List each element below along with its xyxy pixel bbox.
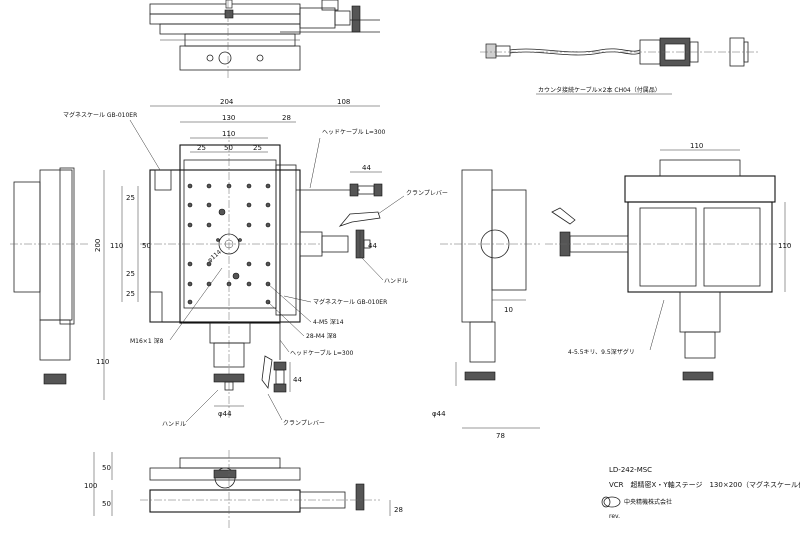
dim-25-v2: 25 bbox=[126, 270, 135, 278]
dim-110-rv-top: 110 bbox=[690, 142, 703, 150]
dim-28: 28 bbox=[282, 114, 291, 122]
dim-50-a: 50 bbox=[224, 144, 233, 152]
dim-50-bv2: 50 bbox=[102, 500, 111, 508]
label-head-cable-bottom: ヘッドケーブル L=300 bbox=[290, 349, 354, 357]
label-handle-bottom: ハンドル bbox=[162, 421, 186, 428]
dim-phi44-side: φ44 bbox=[432, 410, 446, 418]
dim-50-bv: 50 bbox=[102, 464, 111, 472]
label-28-m4: 28-M4 深8 bbox=[306, 332, 337, 340]
left-side-view bbox=[10, 167, 90, 385]
dim-200: 200 bbox=[94, 239, 102, 252]
top-side-view bbox=[149, 0, 380, 80]
right-side-view bbox=[440, 169, 540, 429]
dim-44-top: 44 bbox=[362, 164, 371, 172]
label-phi114: φ114 bbox=[207, 249, 223, 264]
dim-25-v3: 25 bbox=[126, 290, 135, 298]
dim-130: 130 bbox=[222, 114, 235, 122]
bottom-front-view bbox=[93, 450, 391, 530]
dim-50-v: 50 bbox=[142, 242, 151, 250]
dimension-labels: 204 108 130 28 110 25 50 25 44 200 25 50… bbox=[84, 98, 791, 514]
company-logo-icon bbox=[601, 496, 621, 508]
revision-label: rev. bbox=[609, 513, 620, 520]
model-number: LD-242-MSC bbox=[609, 466, 652, 474]
dim-44-bottom: 44 bbox=[293, 376, 302, 384]
plan-view bbox=[103, 105, 383, 420]
label-clamp-lever-right: クランプレバー bbox=[406, 190, 448, 197]
cable-note: カウンタ接続ケーブル×2本 CH04（付属品） bbox=[538, 86, 661, 94]
dim-25-a: 25 bbox=[197, 144, 206, 152]
product-description: VCR 超精密X・Y軸ステージ 130×200（マグネスケール付） bbox=[609, 480, 800, 489]
dim-25-b: 25 bbox=[253, 144, 262, 152]
dim-204: 204 bbox=[220, 98, 234, 106]
label-counterbore: 4-5.5キリ、9.5深ザグリ bbox=[568, 348, 635, 356]
label-magnescale-bottom: マグネスケール GB-010ER bbox=[313, 298, 387, 306]
dim-44-side: 44 bbox=[368, 242, 377, 250]
dim-108: 108 bbox=[337, 98, 350, 106]
dim-110-rv-side: 110 bbox=[778, 242, 791, 250]
label-m16: M16×1 深8 bbox=[130, 337, 164, 345]
label-head-cable-top: ヘッドケーブル L=300 bbox=[322, 128, 386, 136]
callouts: マグネスケール GB-010ER ヘッドケーブル L=300 クランプレバー ハ… bbox=[63, 111, 665, 428]
dim-110-low: 110 bbox=[96, 358, 109, 366]
title-block: LD-242-MSC VCR 超精密X・Y軸ステージ 130×200（マグネスケ… bbox=[601, 466, 800, 520]
dim-110-top: 110 bbox=[222, 130, 235, 138]
label-handle-right: ハンドル bbox=[384, 278, 408, 285]
dim-28-b: 28 bbox=[394, 506, 403, 514]
dim-10: 10 bbox=[504, 306, 513, 314]
dim-100: 100 bbox=[84, 482, 97, 490]
label-clamp-lever-bottom: クランプレバー bbox=[283, 420, 325, 427]
dim-phi44-bottom: φ44 bbox=[218, 410, 232, 418]
company-name: 中央精機株式会社 bbox=[624, 498, 672, 506]
dim-78: 78 bbox=[496, 432, 505, 440]
dim-110-v: 110 bbox=[110, 242, 123, 250]
label-4-m5: 4-M5 深14 bbox=[313, 318, 344, 326]
label-magnescale-left: マグネスケール GB-010ER bbox=[63, 111, 137, 119]
counter-cable-drawing: カウンタ接続ケーブル×2本 CH04（付属品） bbox=[480, 37, 760, 95]
dim-25-v1: 25 bbox=[126, 194, 135, 202]
end-view bbox=[545, 149, 790, 381]
